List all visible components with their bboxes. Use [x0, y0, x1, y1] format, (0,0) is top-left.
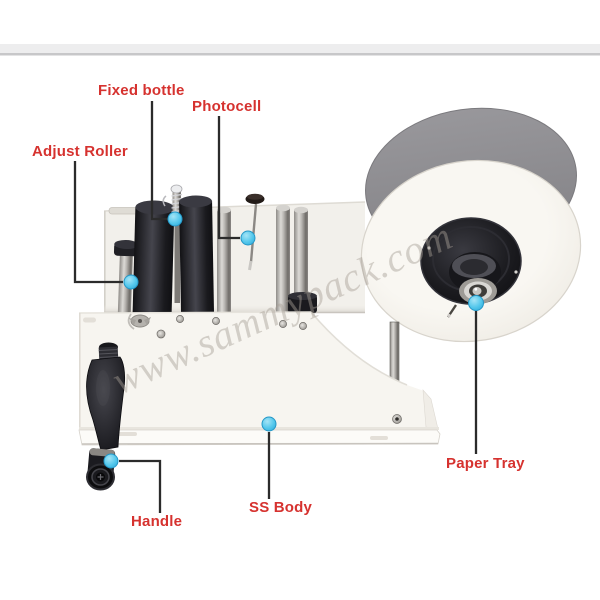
paper-tray-assembly — [360, 107, 582, 399]
foot-slot — [370, 436, 388, 440]
label-handle: Handle — [131, 513, 183, 530]
label-photocell: Photocell — [192, 98, 262, 115]
guide-rod-2 — [276, 204, 290, 313]
pressure-roller-2 — [179, 195, 215, 315]
roller-end-cap — [288, 292, 317, 313]
adjust-roller-marker-dot — [123, 274, 139, 290]
photocell-callout-line — [217, 116, 240, 240]
rod-hook-wire — [162, 195, 167, 207]
crank-handle — [86, 342, 126, 491]
plate-fold — [79, 427, 439, 430]
photo-background-band — [0, 44, 600, 53]
ss-body-marker-dot — [261, 416, 277, 432]
wing-nut — [127, 313, 151, 330]
callout-lines — [73, 101, 478, 513]
guide-rod-1 — [217, 206, 231, 313]
photo-background-band-edge — [0, 53, 600, 56]
ss-body-plate — [78, 311, 441, 446]
label-adjust-roller: Adjust Roller — [32, 143, 128, 160]
roller-bank — [113, 184, 317, 315]
plate-slot — [83, 317, 96, 323]
label-paper-tray: Paper Tray — [446, 455, 525, 472]
marker-dots — [103, 211, 484, 469]
foot-slot — [117, 432, 137, 436]
fixed-bottle-callout-line — [150, 101, 168, 221]
handle-callout-line — [119, 459, 162, 513]
guide-rod-3 — [294, 206, 308, 313]
paper-tray-marker-dot — [468, 295, 484, 311]
plate-screws — [156, 315, 402, 424]
photocell-marker-dot — [240, 230, 256, 246]
handle-grip — [86, 356, 126, 451]
base-foot — [78, 429, 441, 446]
fixed-bottle-marker-dot — [167, 211, 183, 227]
label-ss-body: SS Body — [249, 499, 313, 516]
adjust-roller-callout-line — [73, 161, 123, 284]
handle-marker-dot — [103, 453, 119, 469]
label-fixed-bottle: Fixed bottle — [98, 82, 185, 99]
